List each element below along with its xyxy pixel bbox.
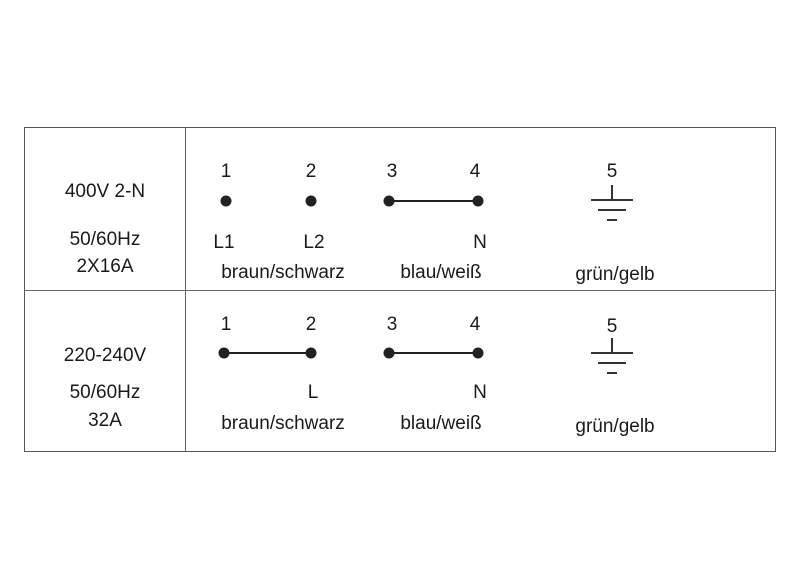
terminal-number-3: 3 (386, 161, 398, 182)
terminal-dot-4 (472, 195, 484, 207)
spec-current: 2X16A (76, 256, 134, 277)
spec-frequency: 50/60Hz (69, 229, 141, 250)
terminal-number-5: 5 (606, 161, 618, 182)
spec-frequency: 50/60Hz (69, 382, 141, 403)
terminal-number-4: 4 (469, 314, 481, 335)
terminal-label-2: L2 (303, 232, 325, 253)
wire-color-3-4: blau/weiß (400, 413, 482, 434)
terminal-dot-1 (220, 195, 232, 207)
terminal-number-1: 1 (220, 161, 232, 182)
wire-color-1-2: braun/schwarz (221, 413, 345, 434)
terminal-number-4: 4 (469, 161, 481, 182)
terminal-label-1: L1 (213, 232, 235, 253)
column-divider (185, 128, 186, 451)
terminal-number-2: 2 (305, 314, 317, 335)
terminal-dot-2 (305, 195, 317, 207)
row-divider (25, 290, 775, 291)
terminal-number-3: 3 (386, 314, 398, 335)
terminal-dot-2 (305, 347, 317, 359)
wire-color-5: grün/gelb (575, 416, 655, 437)
terminal-dot-4 (472, 347, 484, 359)
wiring-table: 400V 2-N 50/60Hz 2X16A 1 2 3 4 5 L1 L2 N… (24, 127, 776, 452)
spec-voltage: 400V 2-N (64, 181, 146, 202)
terminal-number-1: 1 (220, 314, 232, 335)
terminal-label-4: N (473, 232, 487, 253)
spec-voltage: 220-240V (63, 345, 147, 366)
terminal-label-2: L (307, 382, 319, 403)
bridge-1-2 (224, 352, 311, 354)
terminal-number-5: 5 (606, 316, 618, 337)
spec-current: 32A (88, 410, 122, 431)
wire-color-3-4: blau/weiß (400, 262, 482, 283)
terminal-label-4: N (473, 382, 487, 403)
bridge-3-4 (389, 352, 478, 354)
bridge-3-4 (389, 200, 478, 202)
wire-color-5: grün/gelb (575, 264, 655, 285)
wire-color-1-2: braun/schwarz (221, 262, 345, 283)
terminal-number-2: 2 (305, 161, 317, 182)
